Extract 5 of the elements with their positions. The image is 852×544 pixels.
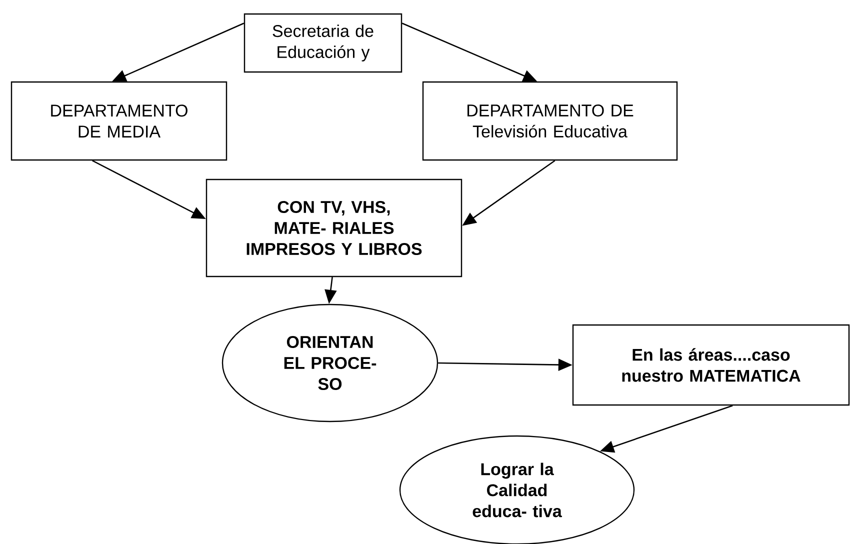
process-box: DEPARTAMENTO DE MEDIA bbox=[10, 81, 228, 161]
process-box: DEPARTAMENTO DE Televisión Educativa bbox=[422, 81, 678, 161]
process-box: En las áreas....caso nuestro MATEMATICA bbox=[572, 324, 850, 406]
process-box: Secretaria de Educación y bbox=[244, 13, 402, 73]
process-box: CON TV, VHS, MATE- RIALES IMPRESOS Y LIBROS bbox=[206, 178, 462, 278]
